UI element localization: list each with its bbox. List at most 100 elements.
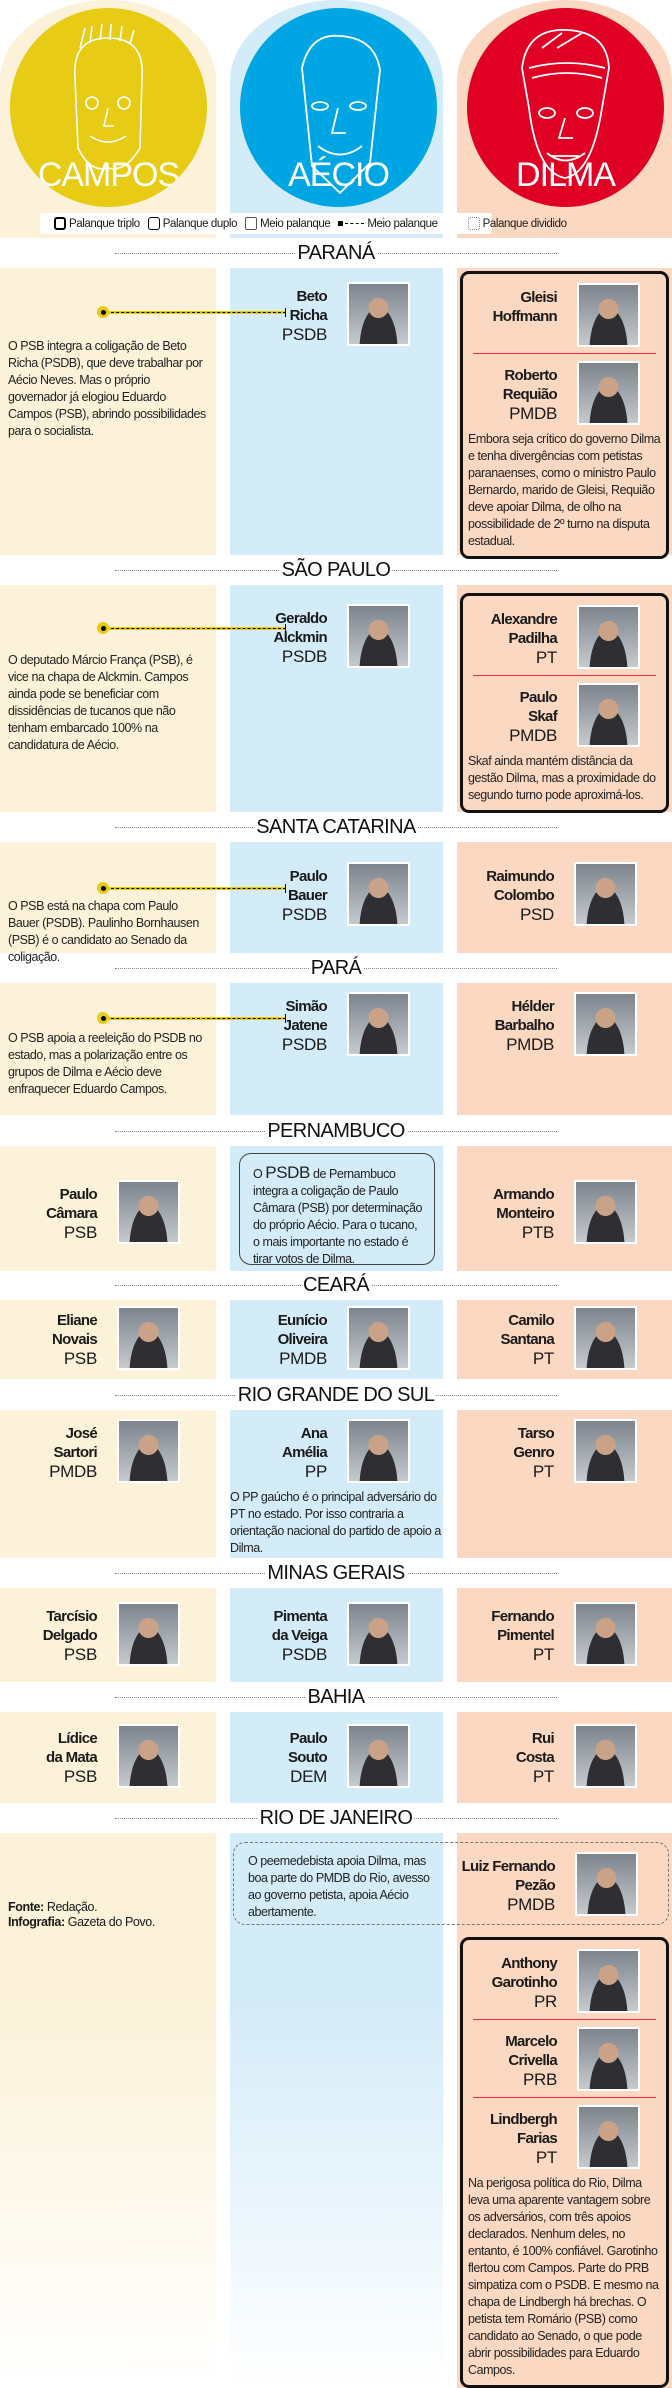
note-part: PSDB bbox=[265, 1163, 310, 1182]
candidate-name: Pezão bbox=[515, 1877, 556, 1894]
candidate-name-campos: CAMPOS bbox=[37, 156, 180, 194]
credits-source-label: Fonte: bbox=[8, 1900, 44, 1914]
candidate-party: PMDB bbox=[509, 726, 557, 745]
candidate-party: PTB bbox=[521, 1223, 554, 1242]
column-campos: O deputado Márcio França (PSB), é vice n… bbox=[0, 585, 216, 812]
candidate-photo bbox=[577, 2105, 640, 2169]
meio-palanque-link-line bbox=[106, 624, 286, 633]
state-note: Embora seja crítico do governo Dilma e t… bbox=[468, 432, 661, 548]
state-note: O PP gaúcho é o principal adversário do … bbox=[230, 1490, 441, 1555]
candidate-party: PSD bbox=[519, 905, 554, 924]
candidate-name: Amélia bbox=[282, 1444, 328, 1461]
candidate-photo bbox=[347, 1602, 410, 1666]
state-name: PARÁ bbox=[308, 956, 364, 980]
credits-graphics-label: Infografia: bbox=[8, 1915, 65, 1929]
candidate-name: Pimentel bbox=[497, 1627, 555, 1644]
legend-item-duplo: Palanque duplo bbox=[147, 217, 237, 230]
candidate-name: Requião bbox=[502, 386, 558, 403]
meio-palanque-link-line bbox=[106, 884, 286, 893]
link-dot-icon bbox=[97, 306, 109, 318]
candidate-name: Marcelo bbox=[505, 2033, 557, 2050]
candidate-photo bbox=[347, 862, 410, 926]
candidate-party: PSDB bbox=[281, 1645, 327, 1664]
candidate-name: Delgado bbox=[42, 1627, 98, 1644]
legend-item-dividido: Palanque dividido bbox=[467, 217, 567, 230]
candidate-name: Alexandre bbox=[490, 611, 558, 628]
dilma-header: DILMA bbox=[457, 0, 672, 238]
candidate-photo bbox=[347, 1419, 410, 1483]
candidate-name: Beto bbox=[296, 288, 327, 305]
legend-label: Palanque dividido bbox=[482, 217, 567, 230]
meio-palanque-link-line bbox=[106, 308, 286, 317]
column-content: O PSB integra a coligação de Beto Richa … bbox=[0, 268, 216, 440]
legend-item-link: Meio palanque bbox=[338, 218, 438, 230]
candidate-name: Oliveira bbox=[277, 1331, 328, 1348]
candidate-name: Barbalho bbox=[494, 1017, 555, 1034]
campos-caricature: CAMPOS bbox=[10, 8, 207, 207]
candidate-name: Colombo bbox=[493, 887, 555, 904]
candidate-photo bbox=[117, 1602, 180, 1666]
candidate-photo bbox=[574, 992, 637, 1056]
candidate-name: Ana bbox=[300, 1425, 328, 1442]
candidate-name: Roberto bbox=[504, 367, 557, 384]
legend-item-triplo: Palanque triplo bbox=[54, 217, 140, 230]
candidate-name: Richa bbox=[289, 307, 328, 324]
candidate-photo bbox=[117, 1419, 180, 1483]
palanque-dividido-box: O peemedebista apoia Dilma, mas boa part… bbox=[233, 1842, 669, 1925]
column-content: Fonte: Redação.Infografia: Gazeta do Pov… bbox=[0, 1833, 216, 1930]
state-note: O peemedebista apoia Dilma, mas boa part… bbox=[248, 1854, 430, 1919]
candidate-party: PP bbox=[304, 1462, 327, 1481]
state-title: SÃO PAULO bbox=[115, 555, 557, 585]
candidate-photo bbox=[347, 992, 410, 1056]
candidate-party: PSDB bbox=[281, 647, 327, 666]
candidate-party: PT bbox=[532, 1349, 554, 1368]
candidate-photo bbox=[347, 282, 410, 346]
candidate-photo bbox=[577, 605, 640, 669]
candidate-photo bbox=[577, 683, 640, 747]
credits-source: Fonte: Redação. bbox=[8, 1900, 208, 1915]
candidate-party: PSDB bbox=[281, 325, 327, 344]
candidate-name-dilma: DILMA bbox=[516, 156, 616, 194]
candidate-name: Pimenta bbox=[273, 1608, 328, 1625]
candidate-name: Costa bbox=[515, 1749, 555, 1766]
candidate-party: DEM bbox=[290, 1767, 327, 1786]
state-name: MINAS GERAIS bbox=[265, 1561, 407, 1585]
candidate-party: PSDB bbox=[281, 1035, 327, 1054]
candidate-name: Bauer bbox=[287, 887, 328, 904]
